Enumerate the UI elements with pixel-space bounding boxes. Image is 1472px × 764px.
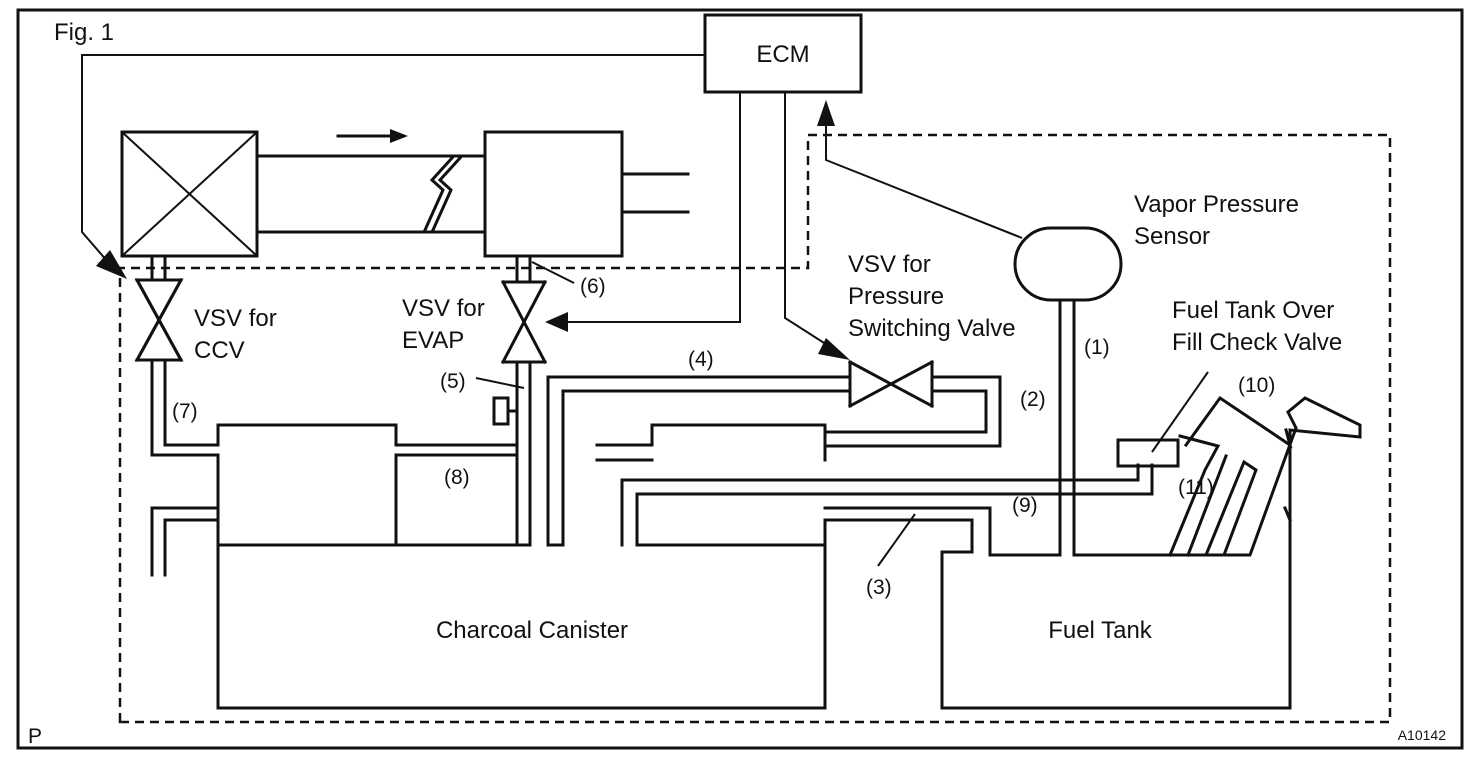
callout-7: (7) xyxy=(172,400,198,423)
callout-2: (2) xyxy=(1020,388,1046,411)
vapor-pressure-sensor-label-2: Sensor xyxy=(1134,223,1210,250)
sensor-signal-wire xyxy=(825,118,1023,239)
line-9 xyxy=(823,463,1140,482)
ecm-wire-ccv xyxy=(81,54,705,263)
vsv-pressure-switching xyxy=(847,359,935,409)
callout-8: (8) xyxy=(444,466,470,489)
callout-10: (10) xyxy=(1238,374,1275,397)
fill-check-valve-label-1: Fuel Tank Over xyxy=(1172,297,1334,324)
vapor-pressure-sensor-label-1: Vapor Pressure xyxy=(1134,191,1299,218)
leader-6 xyxy=(531,261,575,284)
fuel-tank-label: Fuel Tank xyxy=(1048,617,1153,644)
ecm-box: ECM xyxy=(703,13,863,94)
callout-5: (5) xyxy=(440,370,466,393)
fill-check-valve xyxy=(1116,438,1180,468)
callout-6: (6) xyxy=(580,275,606,298)
fill-check-valve-label-2: Fill Check Valve xyxy=(1172,329,1342,356)
figure-frame xyxy=(16,8,1464,750)
callout-3: (3) xyxy=(866,576,892,599)
vsv-pressure-switching-label-2: Pressure xyxy=(848,283,944,310)
canister-top-left xyxy=(163,423,519,447)
vsv-evap-label-2: EVAP xyxy=(402,327,464,354)
throttle-valve xyxy=(423,155,455,232)
vsv-ccv-label-1: VSV for xyxy=(194,305,277,332)
leader-3 xyxy=(877,513,916,567)
figure-label: Fig. 1 xyxy=(54,19,114,46)
ecm-wire-evap xyxy=(566,92,741,323)
line-2 xyxy=(823,375,1002,448)
ecm-label: ECM xyxy=(756,41,809,68)
corner-mark: P xyxy=(28,725,42,748)
charcoal-canister-label: Charcoal Canister xyxy=(436,617,628,644)
vsv-ccv xyxy=(134,254,184,457)
vsv-evap xyxy=(492,254,548,547)
vsv-pressure-switching-label-1: VSV for xyxy=(848,251,931,278)
charcoal-canister xyxy=(216,506,1292,710)
intake-assembly xyxy=(120,129,690,258)
filler-neck xyxy=(1116,371,1293,557)
intake-manifold xyxy=(483,130,624,258)
callout-11: (11) xyxy=(1178,476,1214,499)
ecm-wire-pressure-switching xyxy=(784,92,833,349)
air-cleaner xyxy=(120,130,259,258)
vsv-ccv-label-2: CCV xyxy=(194,337,245,364)
callout-4: (4) xyxy=(688,348,714,371)
callout-9: (9) xyxy=(1012,494,1038,517)
leader-5 xyxy=(475,377,525,389)
line-4 xyxy=(546,375,852,547)
line-3 xyxy=(823,506,1062,557)
figure-code: A10142 xyxy=(1398,727,1446,743)
vsv-evap-label-1: VSV for xyxy=(402,295,485,322)
fuel-tank xyxy=(940,396,1362,710)
callout-1: (1) xyxy=(1084,336,1110,359)
vsv-pressure-switching-label-3: Switching Valve xyxy=(848,315,1016,342)
vapor-pressure-sensor xyxy=(1013,226,1123,557)
